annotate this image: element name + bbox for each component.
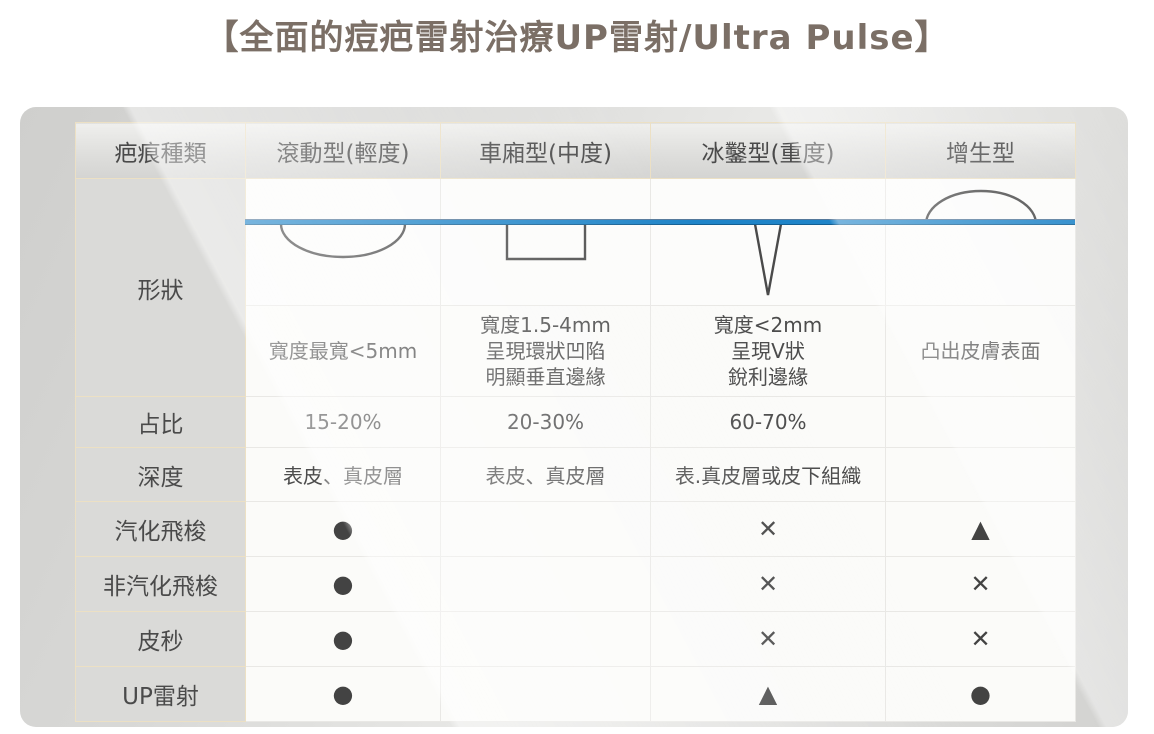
treatment-row-up-laser: UP雷射 ● ▲ ● — [75, 666, 1076, 722]
open-box-icon — [505, 220, 587, 261]
header-row: 疤痕種類 滾動型(輕度) 車廂型(中度) 冰鑿型(重度) 增生型 — [75, 122, 1076, 179]
symbol-cross: ✕ — [650, 611, 886, 667]
symbol-triangle: ▲ — [885, 501, 1076, 557]
shape-desc-boxcar: 寬度1.5-4mm 呈現環狀凹陷 明顯垂直邊緣 — [440, 305, 651, 397]
symbol-cross: ✕ — [885, 611, 1076, 667]
ratio-icepick: 60-70% — [650, 396, 886, 448]
shape-cell-boxcar — [440, 178, 651, 306]
symbol-empty — [440, 556, 651, 612]
symbol-circle: ● — [885, 666, 1076, 722]
symbol-circle: ● — [245, 556, 441, 612]
v-notch-icon — [753, 223, 783, 296]
depth-boxcar: 表皮、真皮層 — [440, 447, 651, 502]
symbol-empty — [440, 611, 651, 667]
symbol-empty — [440, 501, 651, 557]
symbol-cross: ✕ — [885, 556, 1076, 612]
header-boxcar: 車廂型(中度) — [440, 122, 651, 179]
symbol-circle: ● — [245, 501, 441, 557]
symbol-cross: ✕ — [650, 501, 886, 557]
page-title: 【全面的痘疤雷射治療UP雷射/Ultra Pulse】 — [204, 18, 950, 58]
ratio-boxcar: 20-30% — [440, 396, 651, 448]
header-hypertrophic: 增生型 — [885, 122, 1076, 179]
shape-desc-hypertrophic: 凸出皮膚表面 — [885, 305, 1076, 397]
symbol-circle: ● — [245, 611, 441, 667]
shape-cell-icepick — [650, 178, 886, 306]
header-scar-type: 疤痕種類 — [75, 122, 246, 179]
shape-cell-hypertrophic — [885, 178, 1076, 306]
row-label-depth: 深度 — [75, 447, 246, 502]
ratio-hypertrophic — [885, 396, 1076, 448]
skin-surface-line — [245, 219, 1075, 225]
scar-comparison-table: 疤痕種類 滾動型(輕度) 車廂型(中度) 冰鑿型(重度) 增生型 形狀 — [75, 122, 1076, 722]
row-label-ablative-fractional: 汽化飛梭 — [75, 501, 246, 557]
shape-cell-rolling — [245, 178, 441, 306]
header-rolling: 滾動型(輕度) — [245, 122, 441, 179]
symbol-empty — [440, 666, 651, 722]
depth-row: 深度 表皮、真皮層 表皮、真皮層 表.真皮層或皮下組織 — [75, 447, 1076, 502]
treatment-row-ablative-fractional: 汽化飛梭 ● ✕ ▲ — [75, 501, 1076, 557]
treatment-row-picosecond: 皮秒 ● ✕ ✕ — [75, 611, 1076, 667]
symbol-triangle: ▲ — [650, 666, 886, 722]
symbol-circle: ● — [245, 666, 441, 722]
ratio-row: 占比 15-20% 20-30% 60-70% — [75, 396, 1076, 448]
row-label-ratio: 占比 — [75, 396, 246, 448]
shape-desc-icepick: 寬度<2mm 呈現V狀 銳利邊緣 — [650, 305, 886, 397]
concave-arc-icon — [279, 223, 407, 259]
ratio-rolling: 15-20% — [245, 396, 441, 448]
row-label-up-laser: UP雷射 — [75, 666, 246, 722]
symbol-cross: ✕ — [650, 556, 886, 612]
shape-desc-rolling: 寬度最寬<5mm — [245, 305, 441, 397]
depth-hypertrophic — [885, 447, 1076, 502]
row-label-picosecond: 皮秒 — [75, 611, 246, 667]
shape-description-row: 寬度最寬<5mm 寬度1.5-4mm 呈現環狀凹陷 明顯垂直邊緣 寬度<2mm … — [76, 305, 1076, 397]
row-label-shape: 形狀 — [75, 178, 246, 397]
table-card: 疤痕種類 滾動型(輕度) 車廂型(中度) 冰鑿型(重度) 增生型 形狀 — [20, 107, 1128, 727]
depth-icepick: 表.真皮層或皮下組織 — [650, 447, 886, 502]
depth-rolling: 表皮、真皮層 — [245, 447, 441, 502]
row-label-nonablative-fractional: 非汽化飛梭 — [75, 556, 246, 612]
raised-dome-icon — [924, 189, 1038, 225]
treatment-row-nonablative-fractional: 非汽化飛梭 ● ✕ ✕ — [75, 556, 1076, 612]
header-icepick: 冰鑿型(重度) — [650, 122, 886, 179]
shape-diagram-row: 形狀 — [75, 178, 1076, 397]
